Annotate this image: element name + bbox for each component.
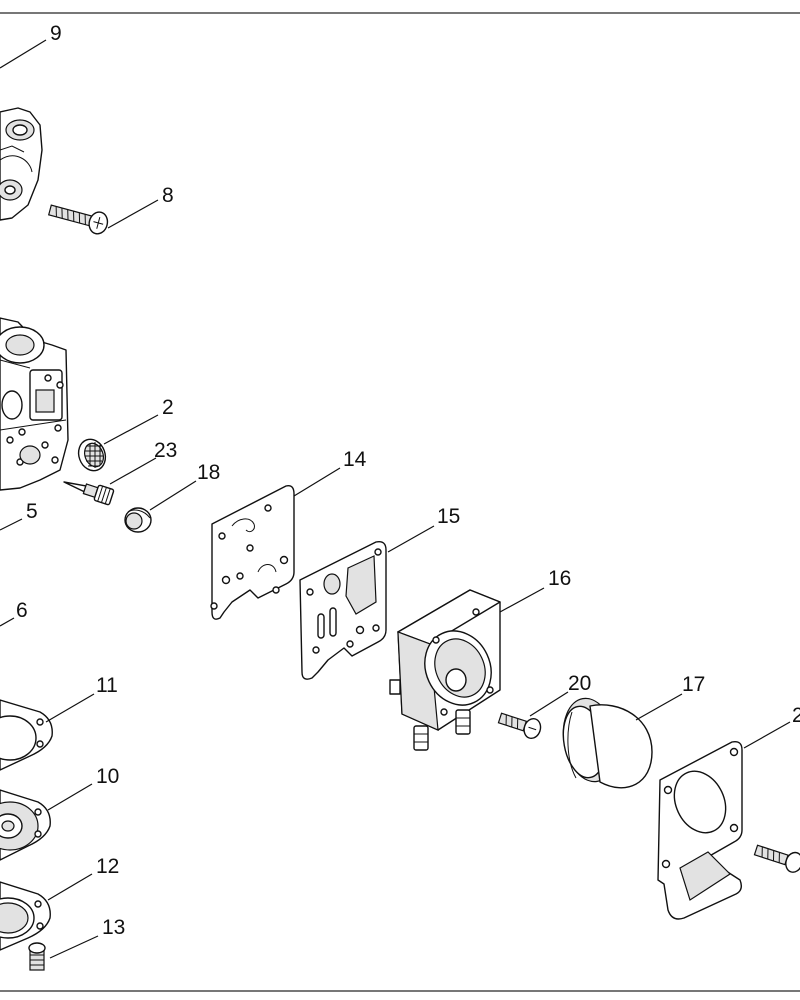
callout-numbers: 9 8 2 23 18 14 5 15 6 16 11 20 17 21 10 …: [16, 22, 800, 939]
leader-lines: [0, 39, 791, 959]
callout-23: 23: [154, 439, 177, 462]
callout-20: 20: [568, 672, 591, 695]
callout-6: 6: [16, 599, 28, 622]
callout-10: 10: [96, 765, 119, 788]
part-18-cap: [124, 507, 152, 533]
part-16-primer-body: [389, 589, 501, 751]
part-2-screen: [77, 438, 107, 472]
callout-11: 11: [96, 674, 118, 697]
part-8-screw: [47, 204, 109, 235]
part-14-gasket: [210, 484, 295, 620]
callout-18: 18: [197, 461, 220, 484]
part-17-primer-bulb: [562, 697, 653, 789]
part-20-screw: [497, 712, 542, 740]
part-21-retainer: [657, 740, 743, 920]
part-23-needle: [63, 481, 115, 506]
callout-12: 12: [96, 855, 119, 878]
callout-8: 8: [162, 184, 174, 207]
callout-21: 21: [792, 704, 800, 727]
part-12-gasket: [0, 881, 51, 951]
retainer-screw: [753, 844, 800, 873]
part-10-diaphragm: [0, 789, 51, 861]
part-11-gasket: [0, 699, 53, 771]
callout-5: 5: [26, 500, 38, 523]
callout-17: 17: [682, 673, 705, 696]
part-9-housing: [0, 107, 43, 221]
callout-2: 2: [162, 396, 174, 419]
callout-14: 14: [343, 448, 367, 471]
part-15-gasket: [299, 540, 387, 680]
part-13-screw: [28, 942, 46, 971]
callout-9: 9: [50, 22, 62, 45]
callout-13: 13: [102, 916, 125, 939]
callout-16: 16: [548, 567, 571, 590]
callout-15: 15: [437, 505, 460, 528]
carburetor-body: [0, 317, 69, 491]
